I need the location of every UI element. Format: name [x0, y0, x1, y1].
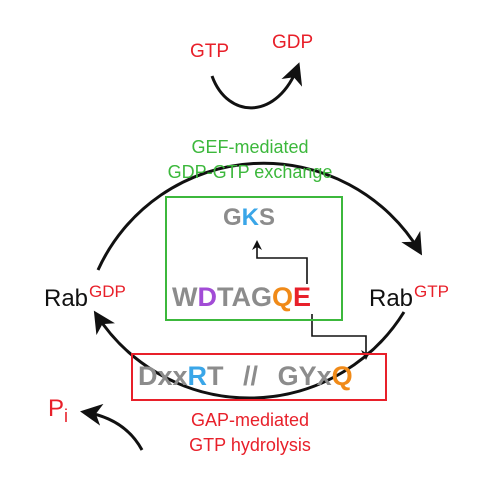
- rab-gtp-base: Rab: [369, 285, 414, 312]
- gap-motifs: DxxRT // GYxQ: [138, 363, 353, 390]
- wdtagqe-motif: WDTAGQE: [172, 284, 311, 311]
- gap-label-line1: GAP-mediated: [190, 410, 310, 430]
- gap-t: T: [207, 361, 224, 391]
- wdtagqe-q: Q: [271, 282, 293, 312]
- gef-label-line2: GDP-GTP exchange: [167, 162, 333, 182]
- q-to-k-connector: [252, 240, 308, 284]
- gtp-label: GTP: [190, 41, 230, 62]
- rab-gtp-sup: GTP: [414, 282, 449, 301]
- pi-label: Pi: [48, 395, 69, 426]
- gap-q: Q: [331, 361, 353, 391]
- gap-label-line2: GTP hydrolysis: [189, 435, 311, 455]
- gef-motif-box: [165, 196, 343, 321]
- e-to-q-connector: [311, 314, 371, 360]
- gks-motif: GKS: [223, 206, 275, 230]
- rab-gdp-base: Rab: [44, 285, 89, 312]
- gap-separator: //: [243, 361, 259, 391]
- pi-base: P: [48, 395, 65, 422]
- gks-g: G: [223, 204, 242, 231]
- wdtagqe-w: W: [172, 282, 198, 312]
- wdtagqe-tag: TAG: [216, 282, 272, 312]
- wdtagqe-e: E: [293, 282, 312, 312]
- gap-r: R: [187, 361, 208, 391]
- rab-gtp-label: RabGTP: [369, 283, 449, 311]
- gef-label-line1: GEF-mediated: [191, 137, 309, 157]
- gks-s: S: [259, 204, 276, 231]
- rab-gdp-sup: GDP: [89, 282, 126, 301]
- gdp-label: GDP: [272, 32, 314, 53]
- gap-dxx: Dxx: [138, 361, 188, 391]
- pi-release-arrow: [80, 403, 144, 451]
- pi-sub: i: [64, 406, 69, 426]
- gks-k: K: [241, 204, 260, 231]
- wdtagqe-d: D: [197, 282, 217, 312]
- cycle-top-arc: [96, 161, 423, 271]
- gap-motif-box: [131, 353, 387, 401]
- gap-gyx: GYx: [277, 361, 332, 391]
- nucleotide-exchange-loop: [210, 62, 303, 110]
- rab-gdp-label: RabGDP: [44, 283, 126, 311]
